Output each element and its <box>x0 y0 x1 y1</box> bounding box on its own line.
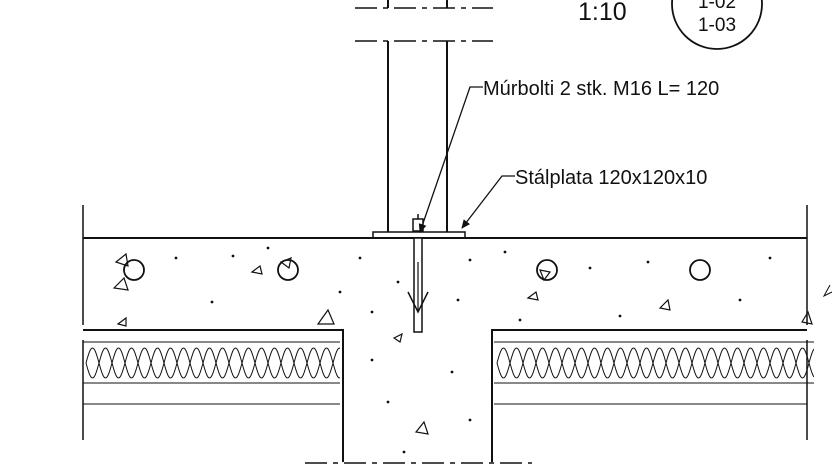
rebar-circle <box>277 259 299 281</box>
title-block: 1:10 1-02 1-03 <box>578 0 763 50</box>
rebar-circle <box>536 259 558 281</box>
bolt-leader <box>418 86 483 233</box>
break-mark <box>822 284 833 298</box>
plate-callout: Stálplata 120x120x10 <box>515 167 707 189</box>
concrete-aggregate <box>112 246 813 454</box>
plate-leader <box>461 175 515 229</box>
rebar-circle <box>123 259 145 281</box>
anchor-bolt <box>407 214 429 333</box>
insulation-right <box>494 341 814 384</box>
steel-column <box>355 0 493 232</box>
reference-top: 1-02 <box>698 0 736 13</box>
insulation-wave <box>496 347 814 379</box>
insulation-left <box>83 341 340 384</box>
insulation-wave <box>85 347 340 379</box>
rebar-sections <box>123 259 711 281</box>
reference-bottom: 1-03 <box>698 15 736 36</box>
reference-bubble <box>671 0 763 50</box>
insulation-wave <box>85 347 340 379</box>
rebar-circle <box>689 259 711 281</box>
leader-lines <box>418 86 515 233</box>
scale-label: 1:10 <box>578 0 627 26</box>
bolt-callout: Múrbolti 2 stk. M16 L= 120 <box>483 78 719 100</box>
insulation-wave <box>496 347 814 379</box>
concrete-slab <box>82 205 808 464</box>
